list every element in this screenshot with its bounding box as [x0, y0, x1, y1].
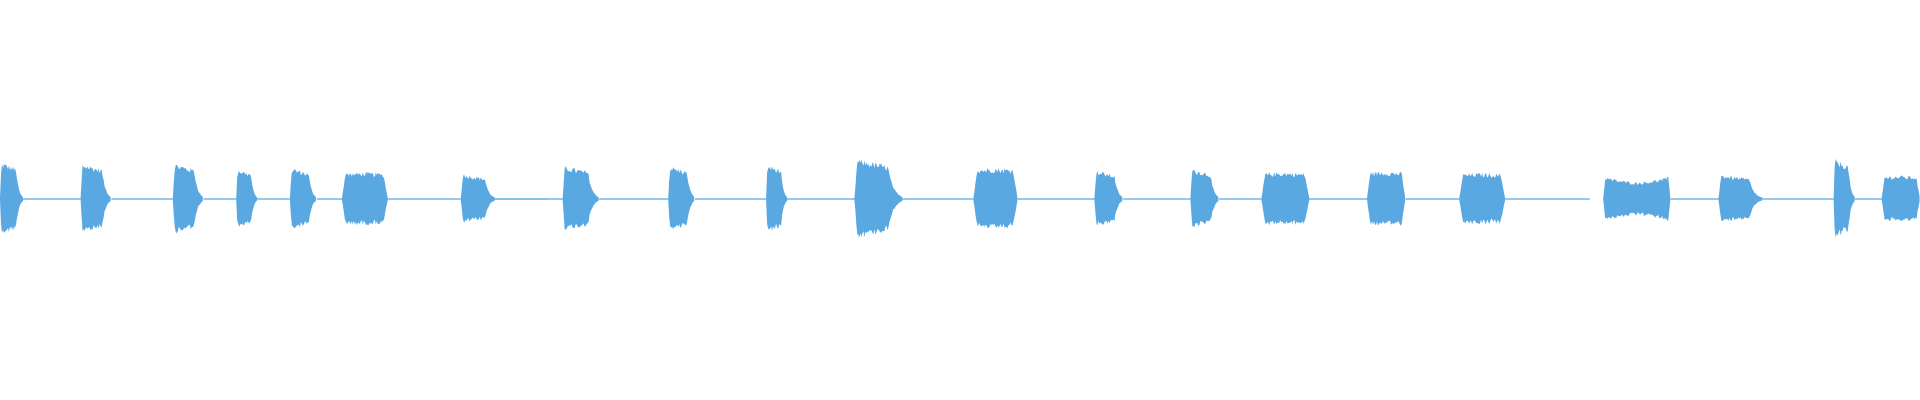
waveform-segment: [460, 174, 495, 222]
waveform-segment: [1094, 170, 1123, 226]
waveform-segment: [1603, 176, 1671, 221]
waveform-segment: [341, 172, 388, 226]
waveform-segment: [80, 164, 111, 232]
waveform-segment: [1881, 175, 1920, 222]
waveform-segment: [854, 159, 903, 238]
waveform-segment: [1459, 172, 1506, 225]
waveform-segment: [289, 169, 316, 229]
waveform-segment: [766, 166, 788, 232]
waveform-segment: [1718, 175, 1763, 221]
waveform-segment: [1367, 171, 1405, 226]
waveform-segment: [172, 164, 203, 234]
waveform-segment: [1190, 169, 1219, 228]
waveform-segment: [0, 164, 23, 234]
waveform-segment: [236, 171, 258, 227]
waveform-segment: [1261, 172, 1310, 226]
waveform-segment: [668, 167, 695, 230]
waveform-segment: [1833, 158, 1855, 238]
waveform-segment: [973, 168, 1018, 229]
waveform-segment: [562, 166, 599, 230]
